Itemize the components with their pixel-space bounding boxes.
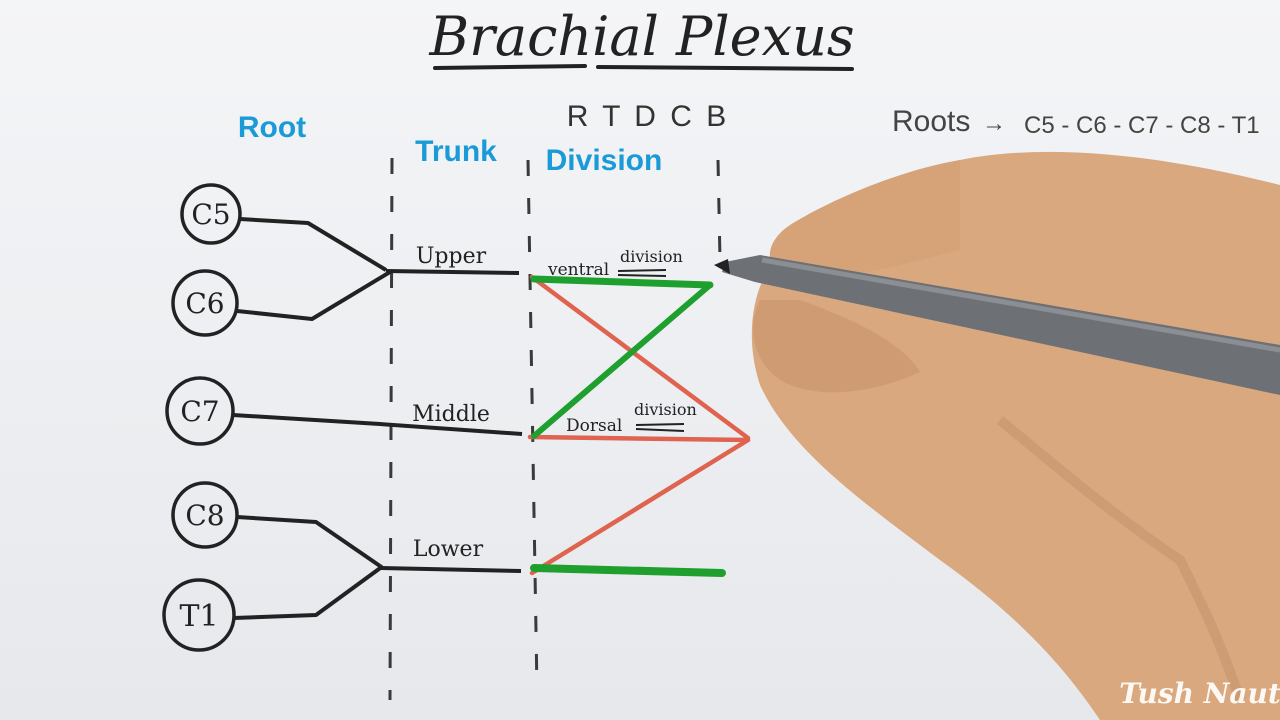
root-t1: T1 (162, 578, 236, 652)
pen-highlight (761, 257, 1280, 353)
root-c8: C8 (171, 481, 239, 549)
column-header-root: Root (238, 111, 306, 144)
root-c8-circle (171, 481, 239, 549)
separator-root-trunk (388, 157, 394, 701)
root-c7-label: C7 (180, 395, 219, 428)
root-c6: C6 (171, 269, 239, 337)
trunk-label-lower: Lower (413, 537, 484, 562)
dorsal-division-middle (527, 434, 751, 443)
line-c7-middle-trunk (232, 413, 523, 436)
hand-thumb (753, 300, 920, 393)
line-lower-trunk (379, 566, 522, 573)
root-c7-circle (165, 376, 235, 446)
line-t1-to-lower (233, 564, 385, 620)
root-c5-label: C5 (191, 198, 230, 231)
dorsal-strikethrough (635, 423, 685, 432)
pen-tip (714, 259, 730, 274)
ventral-division-label: ventral (547, 260, 609, 280)
line-c8-to-lower (236, 515, 382, 568)
root-t1-circle (162, 578, 236, 652)
ventral-division-note: division (620, 247, 683, 266)
roots-note-label: Roots (892, 105, 970, 138)
root-t1-label: T1 (179, 599, 218, 634)
title-underline-right (596, 65, 854, 71)
root-c8-label: C8 (185, 499, 224, 532)
marker-pen-icon (722, 255, 1280, 395)
watermark: Tush Naut (1119, 677, 1280, 710)
trunk-label-middle: Middle (412, 402, 490, 427)
dorsal-division-note: division (634, 400, 697, 419)
dorsal-division-label: Dorsal (566, 416, 622, 436)
ventral-division-upper (530, 275, 714, 289)
mnemonic-text: R T D C B (567, 100, 730, 133)
roots-note-sequence: C5 - C6 - C7 - C8 - T1 (1024, 112, 1260, 139)
roots-note-arrow: → (982, 110, 1006, 137)
root-c5-circle (180, 183, 242, 245)
hand-holding-pen-icon (714, 151, 1280, 720)
ventral-division-lower (530, 564, 726, 577)
column-header-division: Division (546, 144, 663, 177)
line-c5-to-upper (239, 217, 388, 272)
hand-index-finger (769, 160, 960, 279)
line-c6-to-upper (236, 270, 392, 321)
root-c6-circle (171, 269, 239, 337)
separator-division-cord (716, 159, 722, 261)
dorsal-division-lower (529, 437, 751, 576)
root-c7: C7 (165, 376, 235, 446)
hand-shading (996, 416, 1245, 702)
line-upper-trunk (385, 269, 520, 275)
separator-trunk-division (526, 159, 539, 691)
dorsal-division-upper (529, 274, 751, 441)
root-c6-label: C6 (185, 287, 224, 320)
root-c5: C5 (180, 183, 242, 245)
title-underline-left (433, 64, 587, 70)
ventral-division-middle (531, 282, 713, 439)
trunk-label-upper: Upper (416, 244, 487, 269)
page-title: Brachial Plexus (428, 5, 854, 68)
column-header-trunk: Trunk (415, 135, 497, 168)
ventral-strikethrough (617, 269, 667, 277)
